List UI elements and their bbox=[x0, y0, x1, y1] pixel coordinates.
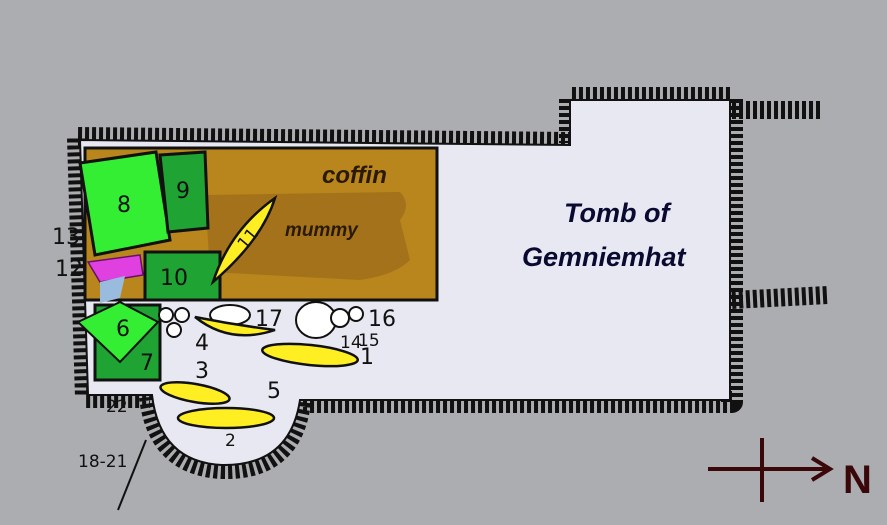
object-12-blue bbox=[100, 276, 125, 303]
label-1: 1 bbox=[360, 345, 374, 370]
label-15: 15 bbox=[358, 331, 380, 351]
object-6-box bbox=[76, 300, 160, 364]
object-11-staff bbox=[210, 194, 278, 286]
tomb-title-line2: Gemniemhat bbox=[522, 242, 687, 272]
object-8-box bbox=[78, 150, 172, 257]
label-10: 10 bbox=[160, 266, 188, 291]
label-13: 13 bbox=[52, 225, 80, 250]
north-label: N bbox=[843, 458, 872, 502]
north-arrow-icon bbox=[708, 438, 834, 502]
label-5: 5 bbox=[267, 379, 281, 404]
yellow-vessels bbox=[159, 315, 359, 430]
label-2: 2 bbox=[225, 431, 236, 451]
pottery-group bbox=[158, 301, 364, 339]
label-7: 7 bbox=[140, 351, 154, 376]
tomb-title-line1: Tomb of bbox=[564, 198, 672, 228]
label-14: 14 bbox=[340, 333, 362, 353]
label-16: 16 bbox=[368, 307, 396, 332]
label-6: 6 bbox=[116, 317, 130, 342]
label-22: 22 bbox=[106, 397, 128, 417]
label-12: 12 bbox=[55, 257, 83, 282]
pointer-line-18-21 bbox=[117, 439, 147, 511]
label-17: 17 bbox=[255, 307, 283, 332]
object-9-box bbox=[158, 150, 210, 234]
mummy-label: mummy bbox=[285, 220, 359, 241]
coffin-label: coffin bbox=[322, 162, 387, 189]
label-8: 8 bbox=[117, 193, 131, 218]
rock-side-left bbox=[731, 101, 829, 309]
label-18-21: 18-21 bbox=[78, 452, 127, 472]
object-12-magenta bbox=[86, 254, 144, 283]
label-4: 4 bbox=[195, 331, 209, 356]
label-3: 3 bbox=[195, 359, 209, 384]
label-9: 9 bbox=[176, 179, 190, 204]
